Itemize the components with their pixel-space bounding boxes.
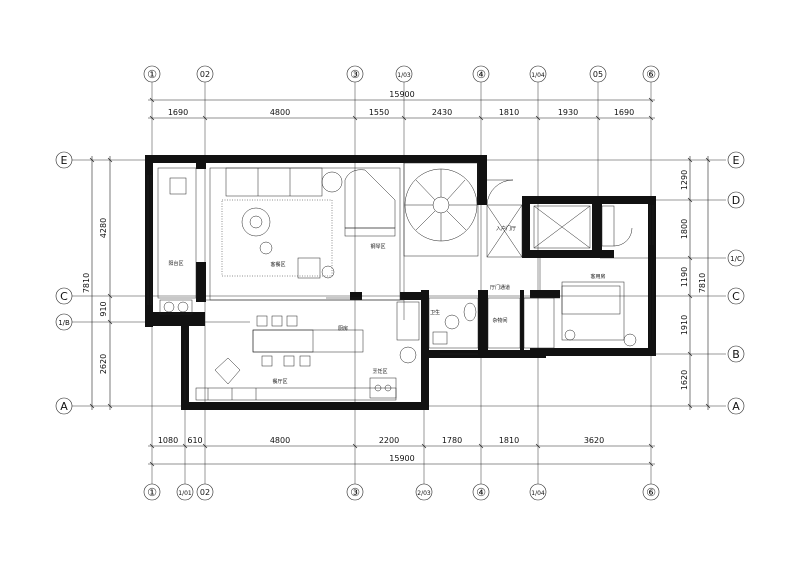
axis-left-c: C bbox=[60, 290, 68, 303]
dim-top-total: 15900 bbox=[389, 90, 414, 99]
dim-left-seg: 910 bbox=[99, 301, 108, 316]
dim-left-seg: 2620 bbox=[99, 354, 108, 374]
dim-bottom-seg: 610 bbox=[187, 436, 202, 445]
axis-left-e: E bbox=[61, 154, 68, 167]
grid-axis-bottom: ① 1/01 02 ③ 2/03 ④ 1/04 ⑥ bbox=[143, 483, 660, 501]
axis-top-05: 05 bbox=[593, 70, 603, 79]
room-label-hall: 厅门通道 bbox=[490, 284, 510, 291]
room-label-cooking: 烹饪区 bbox=[372, 368, 387, 375]
axis-right-e: E bbox=[733, 154, 740, 167]
windows bbox=[147, 175, 654, 400]
dim-left-seg: 4280 bbox=[99, 218, 108, 238]
room-label-entrance: 入户门厅 bbox=[496, 225, 516, 232]
axis-top-3: ③ bbox=[350, 68, 360, 81]
axis-left-a: A bbox=[60, 400, 68, 413]
dim-right-seg: 1910 bbox=[680, 315, 689, 335]
dimension-texts: 15900 1690 4800 1550 2430 1810 1930 1690… bbox=[82, 90, 707, 463]
axis-bottom-1: ① bbox=[147, 486, 157, 499]
axis-top-6: ⑥ bbox=[646, 68, 656, 81]
dim-top-seg: 1810 bbox=[499, 108, 519, 117]
axis-bottom-1-04: 1/04 bbox=[531, 490, 545, 497]
dim-right-seg: 1290 bbox=[680, 170, 689, 190]
room-label-storage: 杂物间 bbox=[492, 317, 507, 324]
axis-bottom-1-01: 1/01 bbox=[178, 490, 192, 497]
room-label-wc: 卫生 bbox=[430, 309, 440, 316]
axis-bottom-2-03: 2/03 bbox=[417, 490, 431, 497]
axis-bottom-6: ⑥ bbox=[646, 486, 656, 499]
dim-right-total: 7810 bbox=[698, 273, 707, 293]
dim-bottom-seg: 4800 bbox=[270, 436, 290, 445]
dim-bottom-seg: 1080 bbox=[158, 436, 178, 445]
axis-right-b: B bbox=[732, 348, 740, 361]
axis-bottom-3: ③ bbox=[350, 486, 360, 499]
room-labels: 阳台区 客餐区 钢琴区 入户门厅 客用房 厨房 卫生 杂物间 餐厅区 烹饪区 厅… bbox=[168, 225, 605, 385]
axis-right-1c: 1/C bbox=[730, 255, 742, 263]
room-label-piano: 钢琴区 bbox=[370, 243, 385, 250]
grid-axis-top: ① 02 ③ 1/03 ④ 1/04 05 ⑥ bbox=[143, 65, 660, 83]
room-label-guest-bedroom: 客用房 bbox=[590, 273, 605, 280]
dim-bottom-seg: 3620 bbox=[584, 436, 604, 445]
dim-top-seg: 1690 bbox=[614, 108, 634, 117]
dim-left-total: 7810 bbox=[82, 273, 91, 293]
axis-top-02: 02 bbox=[200, 70, 210, 79]
axis-right-c: C bbox=[732, 290, 740, 303]
dimension-lines bbox=[89, 97, 711, 467]
axis-bottom-4: ④ bbox=[476, 486, 486, 499]
walls bbox=[145, 155, 656, 410]
dim-top-seg: 4800 bbox=[270, 108, 290, 117]
dim-top-seg: 1690 bbox=[168, 108, 188, 117]
dim-right-seg: 1800 bbox=[680, 219, 689, 239]
axis-top-1-03: 1/03 bbox=[397, 72, 411, 79]
interior bbox=[157, 162, 637, 401]
axis-top-1: ① bbox=[147, 68, 157, 81]
room-label-kitchen: 厨房 bbox=[338, 325, 348, 332]
dim-bottom-seg: 1780 bbox=[442, 436, 462, 445]
grid-lines bbox=[72, 82, 726, 484]
axis-left-1b: 1/B bbox=[58, 319, 70, 327]
grid-axis-left: E C 1/B A bbox=[55, 151, 73, 415]
dim-bottom-total: 15900 bbox=[389, 454, 414, 463]
dim-top-seg: 2430 bbox=[432, 108, 452, 117]
dim-bottom-seg: 1810 bbox=[499, 436, 519, 445]
axis-right-d: D bbox=[732, 194, 740, 207]
axis-top-4: ④ bbox=[476, 68, 486, 81]
room-label-balcony: 阳台区 bbox=[168, 260, 183, 267]
axis-top-1-04: 1/04 bbox=[531, 72, 545, 79]
dim-top-seg: 1930 bbox=[558, 108, 578, 117]
room-label-dining: 餐厅区 bbox=[272, 378, 287, 385]
axis-right-a: A bbox=[732, 400, 740, 413]
dim-top-seg: 1550 bbox=[369, 108, 389, 117]
axis-bottom-02: 02 bbox=[200, 488, 210, 497]
dim-right-seg: 1620 bbox=[680, 370, 689, 390]
dim-bottom-seg: 2200 bbox=[379, 436, 399, 445]
dim-right-seg: 1190 bbox=[680, 267, 689, 287]
grid-axis-right: E D 1/C C B A bbox=[727, 151, 745, 415]
room-label-living: 客餐区 bbox=[270, 261, 285, 268]
